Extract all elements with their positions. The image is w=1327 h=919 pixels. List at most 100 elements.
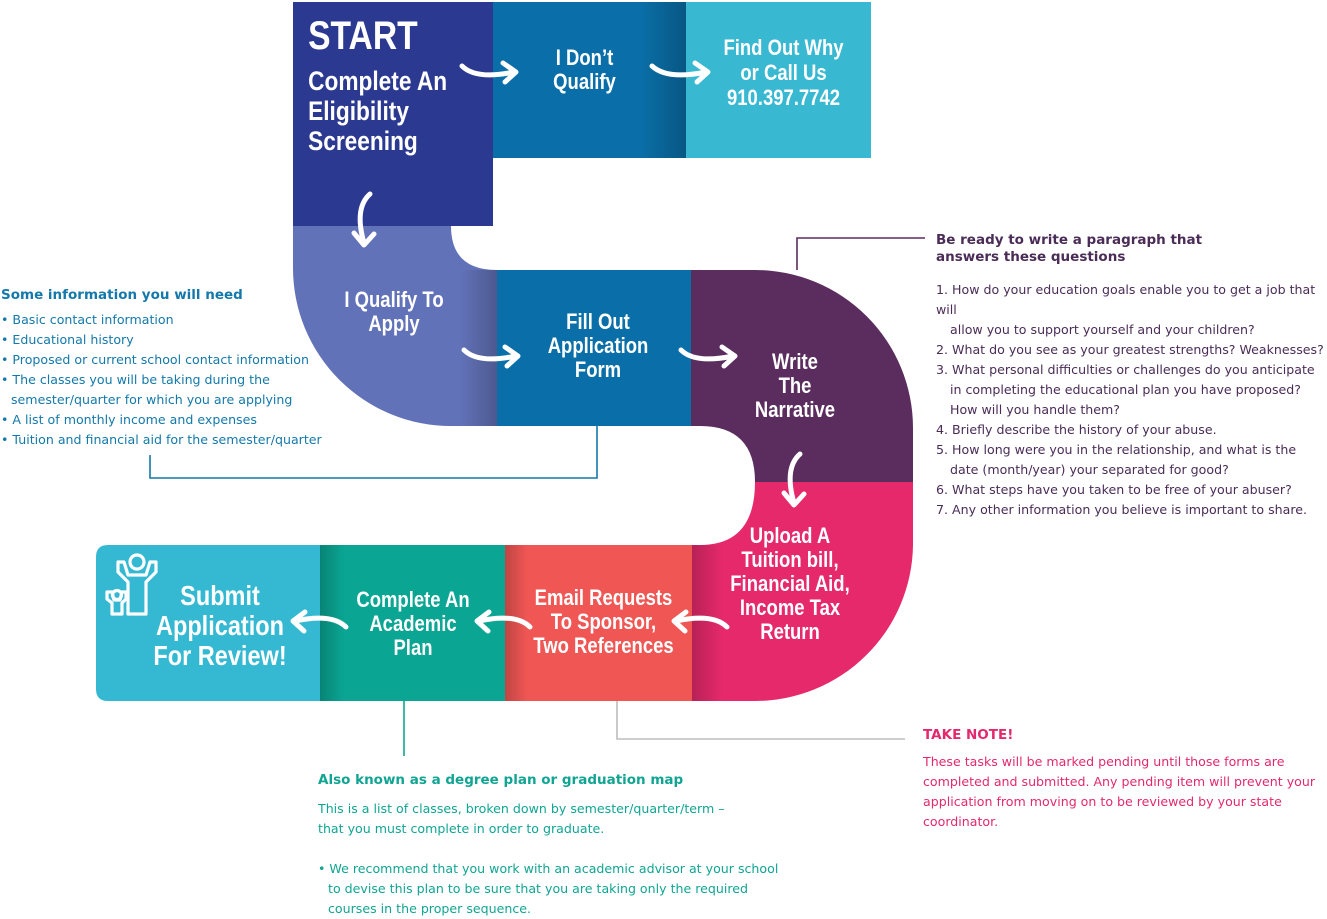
take-note-heading: TAKE NOTE! bbox=[923, 727, 1014, 743]
list-item: 2. What do you see as your greatest stre… bbox=[936, 340, 1326, 360]
list-item: • A list of monthly income and expenses bbox=[1, 410, 331, 430]
plan-line-1: Complete An bbox=[356, 587, 470, 612]
block-email bbox=[505, 545, 692, 701]
list-item: • Basic contact information bbox=[1, 310, 331, 330]
list-item: 7. Any other information you believe is … bbox=[936, 500, 1326, 520]
submit-line-3: For Review! bbox=[153, 640, 287, 671]
academic-plan-note: Also known as a degree plan or graduatio… bbox=[318, 772, 788, 919]
academic-plan-bullet: to devise this plan to be sure that you … bbox=[328, 881, 749, 896]
academic-plan-bullet: • We recommend that you work with an aca… bbox=[318, 861, 779, 876]
question-text: 4. Briefly describe the history of your … bbox=[936, 422, 1217, 437]
block-narrative bbox=[691, 270, 913, 482]
plan-line-2: Academic bbox=[369, 611, 457, 636]
step-find-out: Find Out Why or Call Us 910.397.7742 bbox=[702, 35, 866, 110]
block-qualify bbox=[293, 226, 497, 426]
step-fill-out: Fill Out Application Form bbox=[513, 310, 683, 382]
list-item: 6. What steps have you taken to be free … bbox=[936, 480, 1326, 500]
qualify-line-1: I Qualify To bbox=[344, 287, 444, 312]
arrow-right-icon bbox=[649, 60, 711, 85]
question-text: 7. Any other information you believe is … bbox=[936, 502, 1307, 517]
narrative-questions-list: 1. How do your education goals enable yo… bbox=[936, 280, 1326, 520]
question-text: in completing the educational plan you h… bbox=[950, 382, 1301, 397]
email-line-2: To Sponsor, bbox=[550, 609, 657, 634]
block-upload bbox=[692, 482, 913, 701]
step-email: Email Requests To Sponsor, Two Reference… bbox=[521, 586, 686, 658]
question-text: allow you to support yourself and your c… bbox=[950, 322, 1255, 337]
find-out-line-2: or Call Us bbox=[740, 60, 827, 85]
upload-line-5: Return bbox=[760, 619, 820, 644]
email-line-1: Email Requests bbox=[534, 585, 673, 610]
question-text: 3. What personal difficulties or challen… bbox=[936, 362, 1315, 377]
take-note-line: These tasks will be marked pending until… bbox=[923, 754, 1285, 769]
info-item-text: • Educational history bbox=[1, 332, 134, 347]
narrative-questions-note: Be ready to write a paragraph that answe… bbox=[936, 232, 1326, 520]
arrow-left-icon bbox=[474, 609, 533, 634]
arrow-right-icon bbox=[678, 344, 738, 369]
dont-qualify-line-1: I Don’t bbox=[555, 45, 614, 70]
narrative-line-1: Write bbox=[772, 349, 818, 374]
upload-line-4: Income Tax bbox=[739, 595, 841, 620]
narrative-line-2: The bbox=[778, 373, 812, 398]
step-dont-qualify: I Don’t Qualify bbox=[508, 46, 662, 94]
arrow-right-icon bbox=[461, 344, 521, 369]
step-plan: Complete An Academic Plan bbox=[333, 588, 493, 660]
step-qualify: I Qualify To Apply bbox=[309, 288, 479, 336]
list-item: • Educational history bbox=[1, 330, 331, 350]
connector-narrative bbox=[796, 237, 925, 270]
info-item-text: • Basic contact information bbox=[1, 312, 174, 327]
academic-plan-para: This is a list of classes, broken down b… bbox=[318, 801, 725, 816]
submit-line-2: Application bbox=[155, 610, 285, 641]
info-item-text: • Tuition and financial aid for the seme… bbox=[1, 432, 322, 447]
upload-line-3: Financial Aid, bbox=[730, 571, 850, 596]
start-line-1: Complete An bbox=[308, 66, 448, 96]
take-note-line: application from moving on to be reviewe… bbox=[923, 794, 1282, 809]
narrative-questions-heading: Be ready to write a paragraph that answe… bbox=[936, 232, 1326, 266]
find-out-phone: 910.397.7742 bbox=[726, 85, 841, 110]
people-cheering-icon bbox=[105, 553, 158, 616]
connector-fill-out bbox=[149, 426, 598, 479]
narrative-line-3: Narrative bbox=[754, 397, 836, 422]
arrow-down-icon bbox=[351, 191, 377, 248]
start-title: START bbox=[308, 14, 418, 58]
question-text: 2. What do you see as your greatest stre… bbox=[936, 342, 1324, 357]
question-text: 6. What steps have you taken to be free … bbox=[936, 482, 1292, 497]
start-line-3: Screening bbox=[308, 126, 418, 156]
block-find-out bbox=[686, 2, 871, 158]
info-item-text: • A list of monthly income and expenses bbox=[1, 412, 257, 427]
arrow-down-icon bbox=[781, 451, 807, 508]
block-fill-out bbox=[497, 270, 691, 426]
academic-plan-para: that you must complete in order to gradu… bbox=[318, 821, 605, 836]
list-item: 4. Briefly describe the history of your … bbox=[936, 420, 1326, 440]
find-out-line-1: Find Out Why bbox=[723, 35, 844, 60]
email-line-3: Two References bbox=[533, 633, 674, 658]
arrow-left-icon bbox=[290, 609, 349, 634]
question-text: 5. How long were you in the relationship… bbox=[936, 442, 1297, 457]
question-text: 1. How do your education goals enable yo… bbox=[936, 282, 1316, 317]
info-needed-heading: Some information you will need bbox=[1, 287, 243, 303]
heading-line: Be ready to write a paragraph that bbox=[936, 232, 1203, 248]
step-start: START Complete An Eligibility Screening bbox=[293, 14, 459, 156]
plan-line-3: Plan bbox=[393, 635, 433, 660]
upload-line-1: Upload A bbox=[749, 523, 831, 548]
fill-out-line-3: Form bbox=[574, 357, 622, 382]
info-needed-list: • Basic contact information • Educationa… bbox=[1, 310, 331, 450]
arrow-right-icon bbox=[459, 60, 519, 85]
info-needed-note: Some information you will need • Basic c… bbox=[1, 287, 331, 450]
list-item: 3. What personal difficulties or challen… bbox=[936, 360, 1326, 420]
block-start-top bbox=[293, 2, 493, 158]
question-text: How will you handle them? bbox=[950, 402, 1120, 417]
shade-dont-qualify bbox=[640, 2, 686, 158]
step-submit: Submit Application For Review! bbox=[144, 581, 295, 671]
fill-out-line-2: Application bbox=[547, 333, 649, 358]
take-note: TAKE NOTE! These tasks will be marked pe… bbox=[923, 727, 1323, 832]
academic-plan-heading: Also known as a degree plan or graduatio… bbox=[318, 772, 684, 788]
step-narrative: Write The Narrative bbox=[715, 350, 875, 422]
take-note-line: coordinator. bbox=[923, 814, 999, 829]
connector-email bbox=[616, 701, 905, 740]
list-item: • Tuition and financial aid for the seme… bbox=[1, 430, 331, 450]
info-item-text: • Proposed or current school contact inf… bbox=[1, 352, 309, 367]
dont-qualify-line-2: Qualify bbox=[553, 69, 616, 94]
shade-qualify bbox=[460, 270, 497, 426]
upload-line-2: Tuition bill, bbox=[741, 547, 839, 572]
